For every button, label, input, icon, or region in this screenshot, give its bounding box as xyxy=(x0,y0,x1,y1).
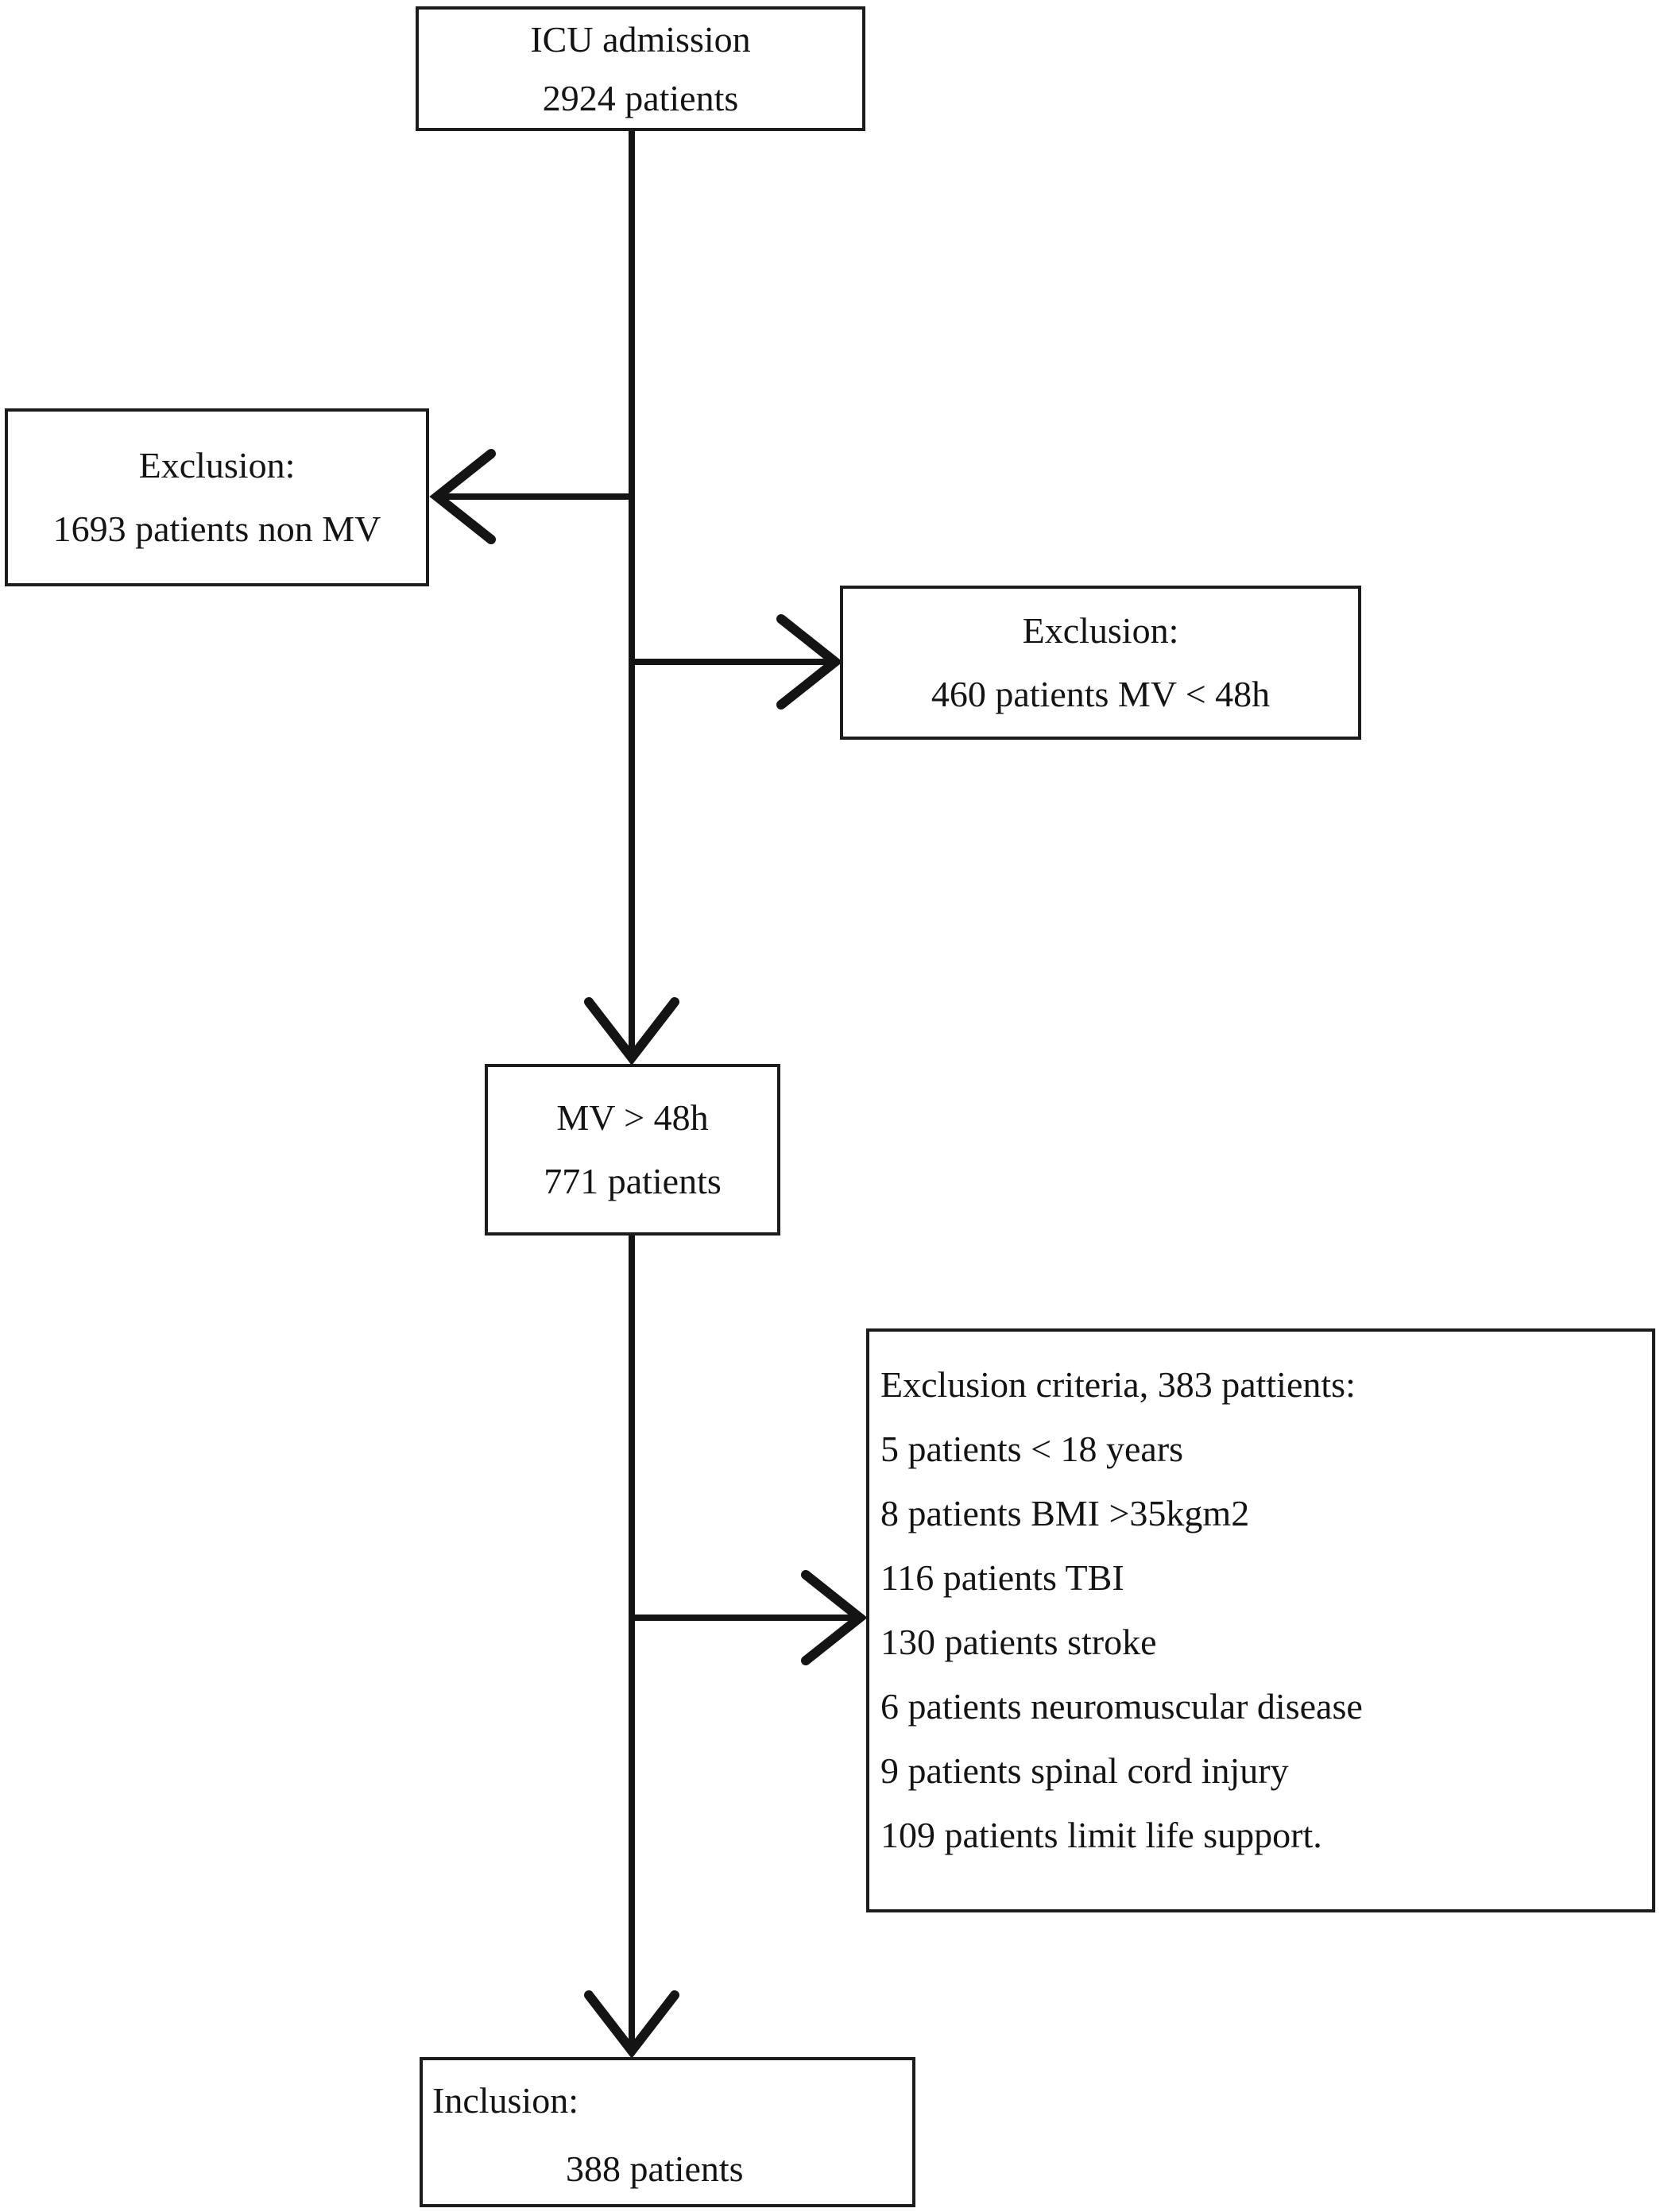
exclusion-mv-lt-48h-box: Exclusion: 460 patients MV < 48h xyxy=(840,586,1361,740)
box-text-line: 8 patients BMI >35kgm2 xyxy=(880,1493,1250,1533)
box-text-line: MV > 48h xyxy=(556,1097,709,1138)
box-text-line: 130 patients stroke xyxy=(880,1622,1157,1662)
box-text-line: 1693 patients non MV xyxy=(52,509,381,549)
arrow-icu-to-exclusion-non-mv xyxy=(429,449,635,544)
icu-admission-box: ICU admission 2924 patients xyxy=(416,6,865,131)
box-text-line: 109 patients limit life support. xyxy=(880,1815,1322,1855)
box-text-line: 388 patients xyxy=(566,2148,744,2189)
arrow-mv-to-inclusion xyxy=(584,1231,679,2059)
box-text-line: 771 patients xyxy=(544,1161,722,1201)
box-text-line: 460 patients MV < 48h xyxy=(931,674,1271,714)
box-text-line: 116 patients TBI xyxy=(880,1557,1124,1598)
box-text-line: 2924 patients xyxy=(542,77,739,118)
box-text-line: Exclusion: xyxy=(1022,610,1179,651)
box-text-line: Exclusion: xyxy=(138,445,296,485)
box-text-line: ICU admission xyxy=(530,18,751,60)
inclusion-box: Inclusion: 388 patients xyxy=(420,2057,915,2207)
exclusion-non-mv-box: Exclusion: 1693 patients non MV xyxy=(5,408,429,586)
exclusion-criteria-box: Exclusion criteria, 383 pattients: 5 pat… xyxy=(866,1328,1655,1912)
box-text-line: 9 patients spinal cord injury xyxy=(880,1750,1289,1791)
arrow-mv-to-exclusion-criteria xyxy=(629,1570,868,1665)
arrow-icu-to-mv xyxy=(584,126,679,1065)
arrow-icu-to-exclusion-mv-lt-48h xyxy=(629,614,843,710)
mv-gt-48h-box: MV > 48h 771 patients xyxy=(485,1064,780,1236)
box-text-line: 6 patients neuromuscular disease xyxy=(880,1686,1363,1727)
box-text-line: Inclusion: xyxy=(432,2080,578,2121)
box-text-line: 5 patients < 18 years xyxy=(880,1429,1184,1469)
box-text-line: Exclusion criteria, 383 pattients: xyxy=(880,1364,1356,1405)
